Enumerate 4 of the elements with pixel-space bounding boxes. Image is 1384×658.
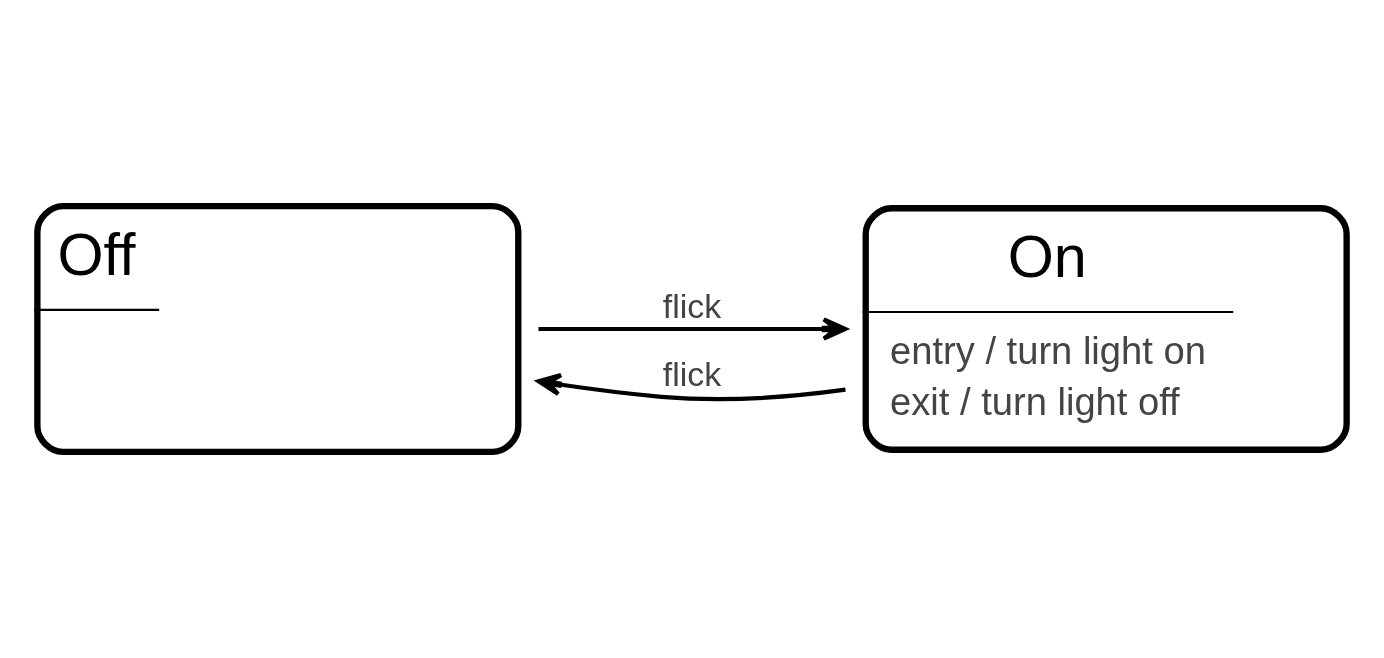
arrow	[536, 372, 846, 402]
edge-label: flick	[662, 286, 722, 325]
edge-label: flick	[662, 354, 722, 393]
arrow	[538, 317, 848, 341]
